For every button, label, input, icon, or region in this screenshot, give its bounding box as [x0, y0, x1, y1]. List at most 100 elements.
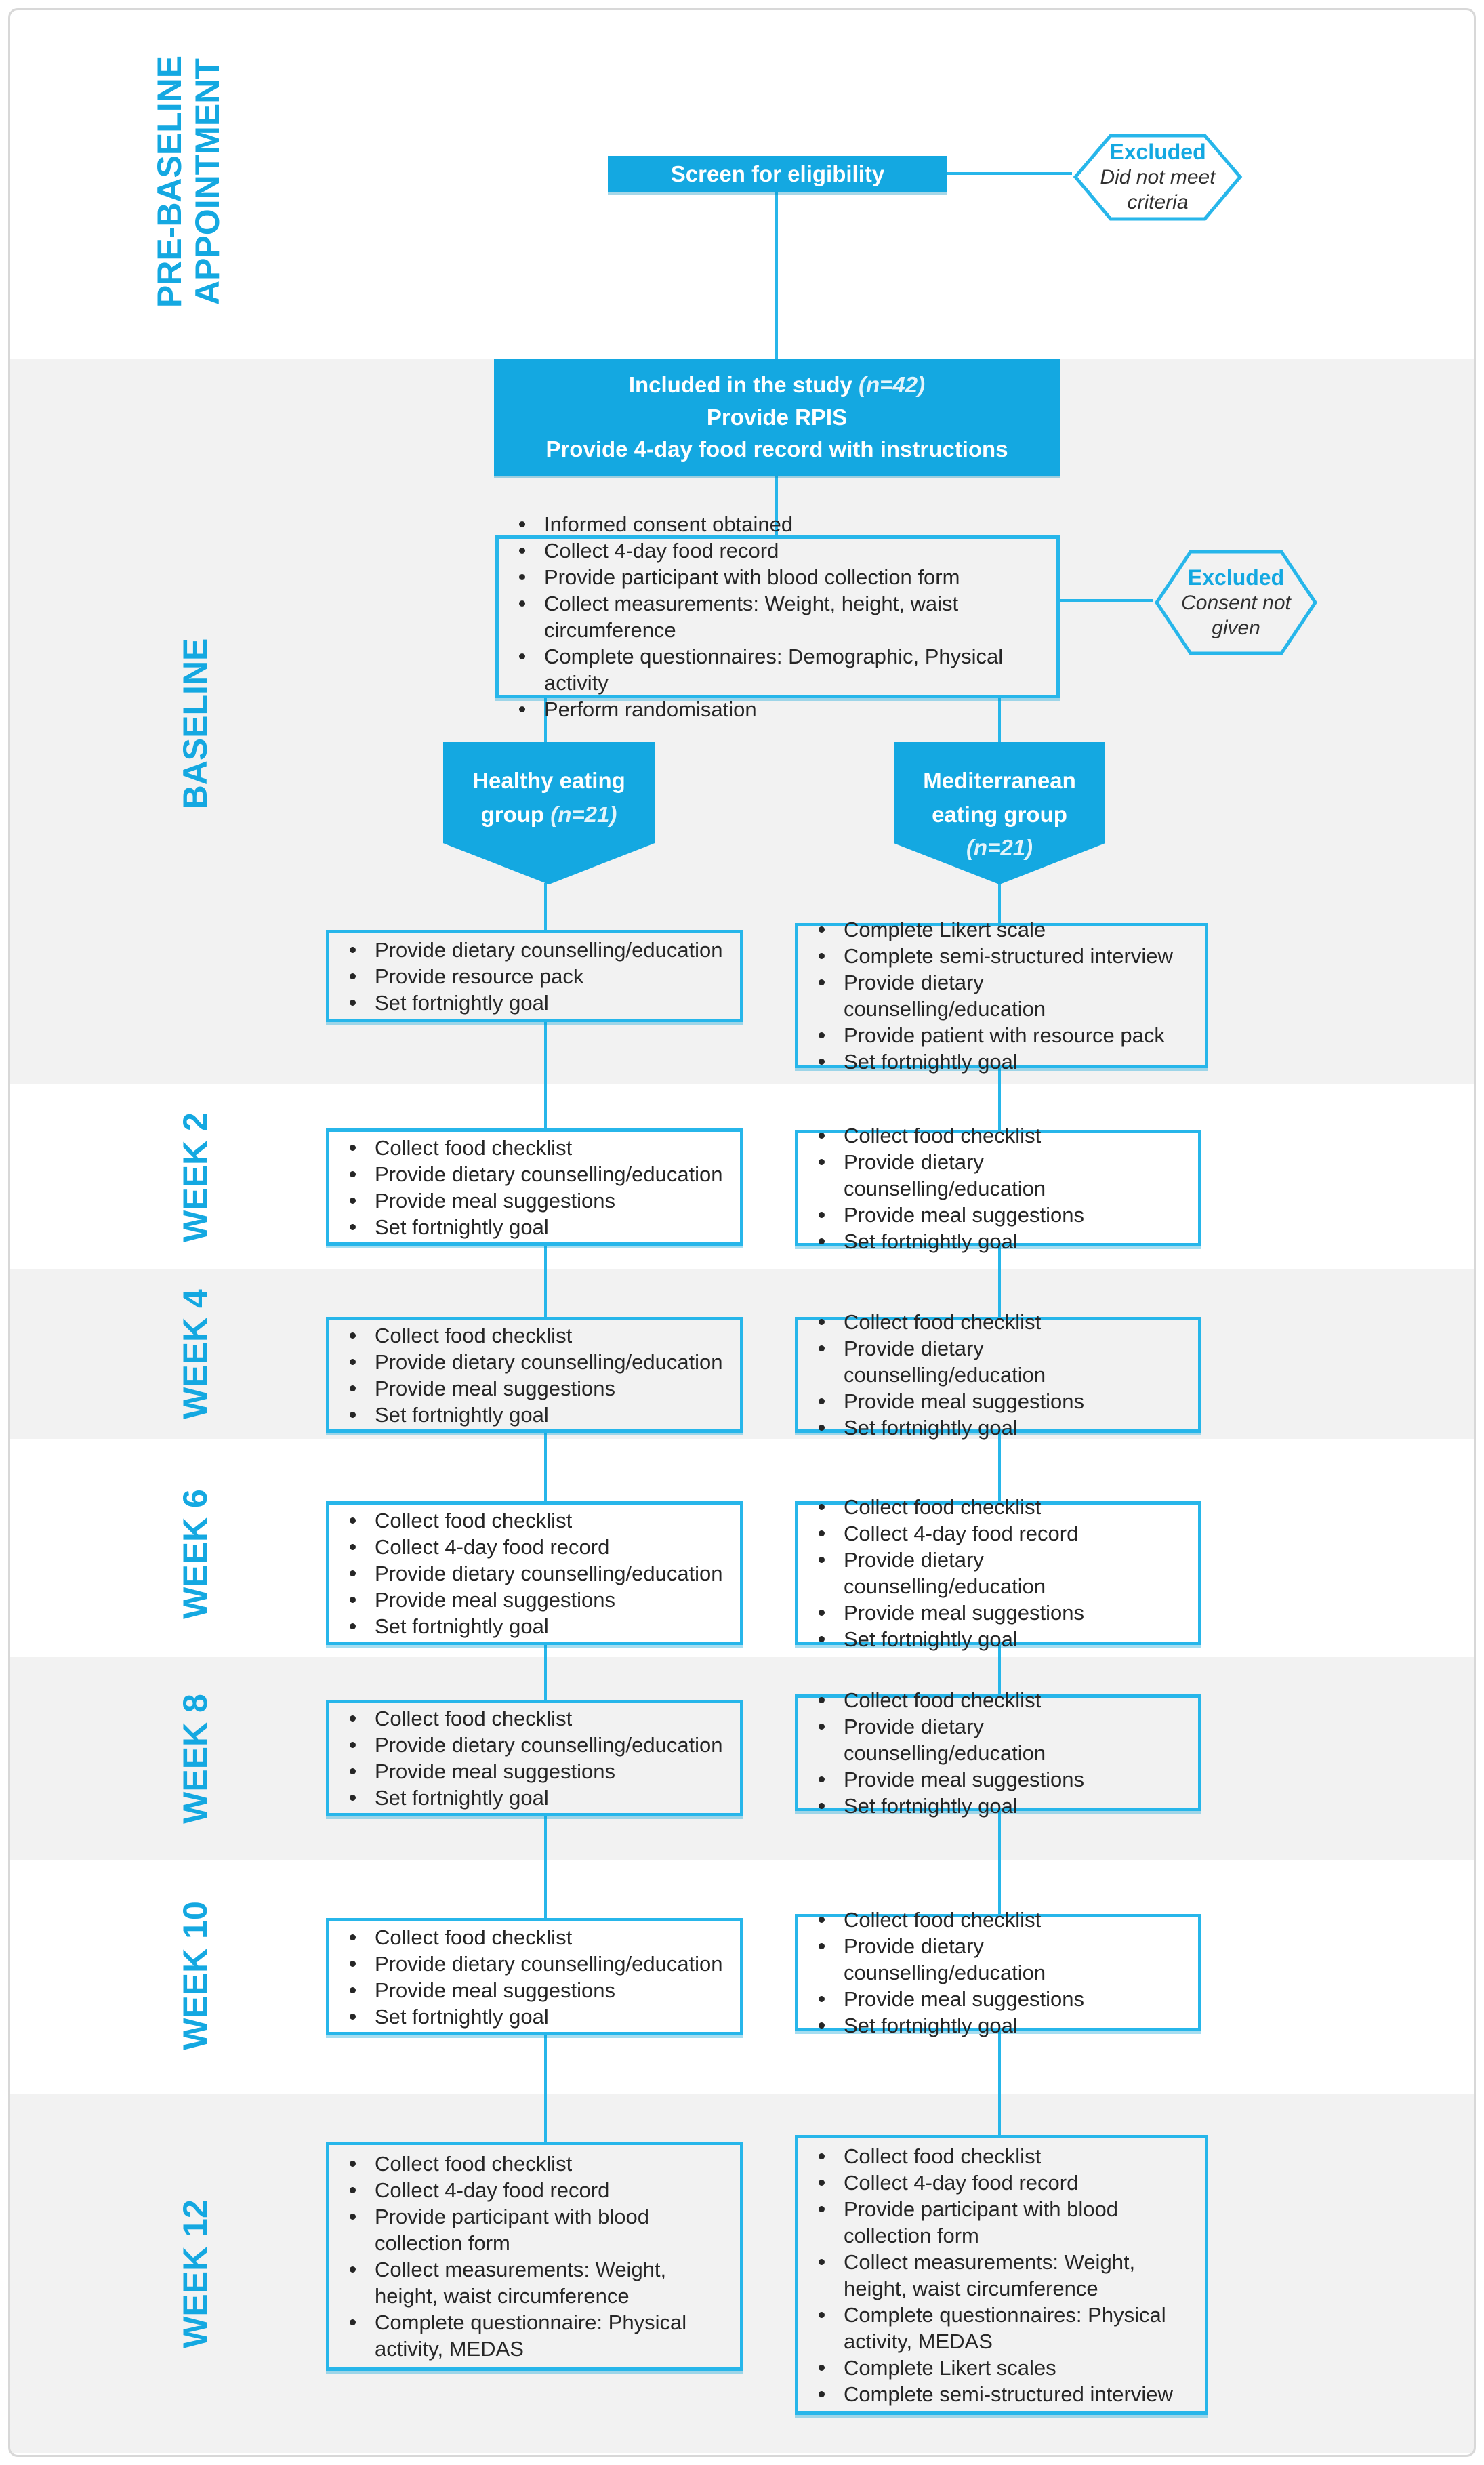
- bullet-item: Set fortnightly goal: [808, 2012, 1184, 2039]
- excluded-reason: Consent not: [1181, 591, 1291, 614]
- bullet-item: Collect 4-day food record: [808, 1520, 1184, 1547]
- bullet-text: Set fortnightly goal: [375, 1402, 549, 1427]
- mediterranean-group-label: Mediterranean eating group (n=21): [913, 764, 1086, 865]
- bullet-text: Collect food checklist: [844, 1310, 1042, 1334]
- bullet-dot: [819, 926, 825, 933]
- excluded-reason: criteria: [1127, 191, 1189, 214]
- bullet-dot: [819, 1059, 825, 1065]
- bullet-dot: [819, 1943, 825, 1949]
- bullet-text: Provide dietary counselling/education: [375, 1561, 723, 1585]
- bullet-item: Collect 4-day food record: [808, 2169, 1191, 2196]
- bullet-dot: [819, 1530, 825, 1536]
- bullet-dot: [819, 1032, 825, 1038]
- bullet-text: Collect food checklist: [375, 1925, 573, 1949]
- included-line-1: Included in the study (n=42): [629, 369, 925, 401]
- bullet-dot: [350, 2187, 356, 2193]
- bullet-text: Complete Likert scale: [844, 918, 1046, 941]
- bullet-dot: [350, 1517, 356, 1524]
- bullet-item: Provide meal suggestions: [339, 1375, 726, 1402]
- connector-line: [544, 1246, 547, 1317]
- stage-label-week-2: WEEK 2: [176, 1112, 214, 1242]
- bullet-item: Set fortnightly goal: [808, 1626, 1184, 1652]
- group-label-text: Mediterranean eating group: [923, 768, 1076, 827]
- bullet-text: Set fortnightly goal: [844, 1793, 1018, 1818]
- excluded-title: Excluded: [1109, 140, 1206, 165]
- bullet-text: Set fortnightly goal: [375, 1215, 549, 1239]
- connector-line: [1060, 599, 1153, 602]
- connector-line: [775, 192, 778, 359]
- bullet-dot: [350, 2161, 356, 2167]
- stage-label-week-6: WEEK 6: [176, 1489, 214, 1619]
- bullet-dot: [350, 1742, 356, 1748]
- bullet-text: Provide meal suggestions: [375, 1587, 615, 1612]
- excluded-consent-hexagon: Excluded Consent not given: [1153, 549, 1319, 656]
- bullet-item: Provide participant with blood collectio…: [808, 2196, 1191, 2249]
- bullet-item: Informed consent obtained: [508, 511, 1043, 537]
- bullet-text: Collect measurements: Weight, height, wa…: [544, 592, 959, 642]
- bullet-dot: [350, 2214, 356, 2220]
- bullet-item: Collect food checklist: [808, 1122, 1184, 1149]
- bullet-text: Collect food checklist: [844, 1688, 1042, 1712]
- bullet-item: Complete Likert scales: [808, 2355, 1191, 2381]
- bullet-dot: [819, 1425, 825, 1431]
- bullet-text: Collect food checklist: [375, 1135, 573, 1160]
- bullet-text: Complete questionnaires: Physical activi…: [844, 2302, 1166, 2353]
- bullet-text: Provide dietary counselling/education: [844, 1548, 1046, 1598]
- bullet-dot: [519, 653, 525, 659]
- bullet-dot: [350, 1411, 356, 1418]
- bullet-text: Perform randomisation: [544, 697, 757, 721]
- bullet-dot: [350, 1543, 356, 1550]
- bullet-dot: [350, 1795, 356, 1801]
- bullet-text: Collect food checklist: [375, 2152, 573, 2176]
- included-line-1-text: Included in the study: [628, 371, 852, 397]
- bullet-text: Collect 4-day food record: [844, 1522, 1079, 1545]
- bullet-item: Perform randomisation: [508, 696, 1043, 722]
- bullet-item: Set fortnightly goal: [339, 1785, 726, 1811]
- bullet-dot: [350, 1223, 356, 1230]
- bullet-item: Provide dietary counselling/education: [339, 1560, 726, 1587]
- bullet-item: Collect food checklist: [339, 1924, 726, 1951]
- stage-label-line: APPOINTMENT: [188, 58, 226, 305]
- included-box: Included in the study (n=42) Provide RPI…: [494, 359, 1060, 476]
- bullet-dot: [819, 1802, 825, 1809]
- bullet-item: Set fortnightly goal: [808, 1228, 1184, 1255]
- bullet-item: Provide meal suggestions: [808, 1600, 1184, 1626]
- bullet-item: Set fortnightly goal: [339, 990, 726, 1016]
- connector-line: [544, 1816, 547, 1918]
- stage-label-baseline: BASELINE: [176, 638, 214, 810]
- stage-label-week-4: WEEK 4: [176, 1289, 214, 1419]
- bullet-item: Provide dietary counselling/education: [339, 1349, 726, 1375]
- bullet-text: Set fortnightly goal: [844, 1627, 1018, 1651]
- bullet-text: Provide dietary counselling/education: [844, 1149, 1046, 1200]
- bullet-dot: [819, 1696, 825, 1703]
- bullet-dot: [819, 1398, 825, 1404]
- bullet-dot: [350, 1385, 356, 1391]
- bullet-item: Complete semi-structured interview: [808, 2381, 1191, 2407]
- bullet-dot: [350, 1197, 356, 1204]
- connector-line: [544, 1022, 547, 1128]
- bullet-item: Complete questionnaires: Physical activi…: [808, 2302, 1191, 2355]
- bullet-item: Provide dietary counselling/education: [808, 1335, 1184, 1388]
- group-label-text: Healthy eating group: [472, 768, 625, 827]
- bullet-item: Provide dietary counselling/education: [808, 1713, 1184, 1766]
- hexagon-outline: [1073, 134, 1243, 221]
- bullet-dot: [350, 1960, 356, 1967]
- bullet-item: Collect food checklist: [808, 1494, 1184, 1520]
- bullet-text: Collect 4-day food record: [375, 2178, 610, 2202]
